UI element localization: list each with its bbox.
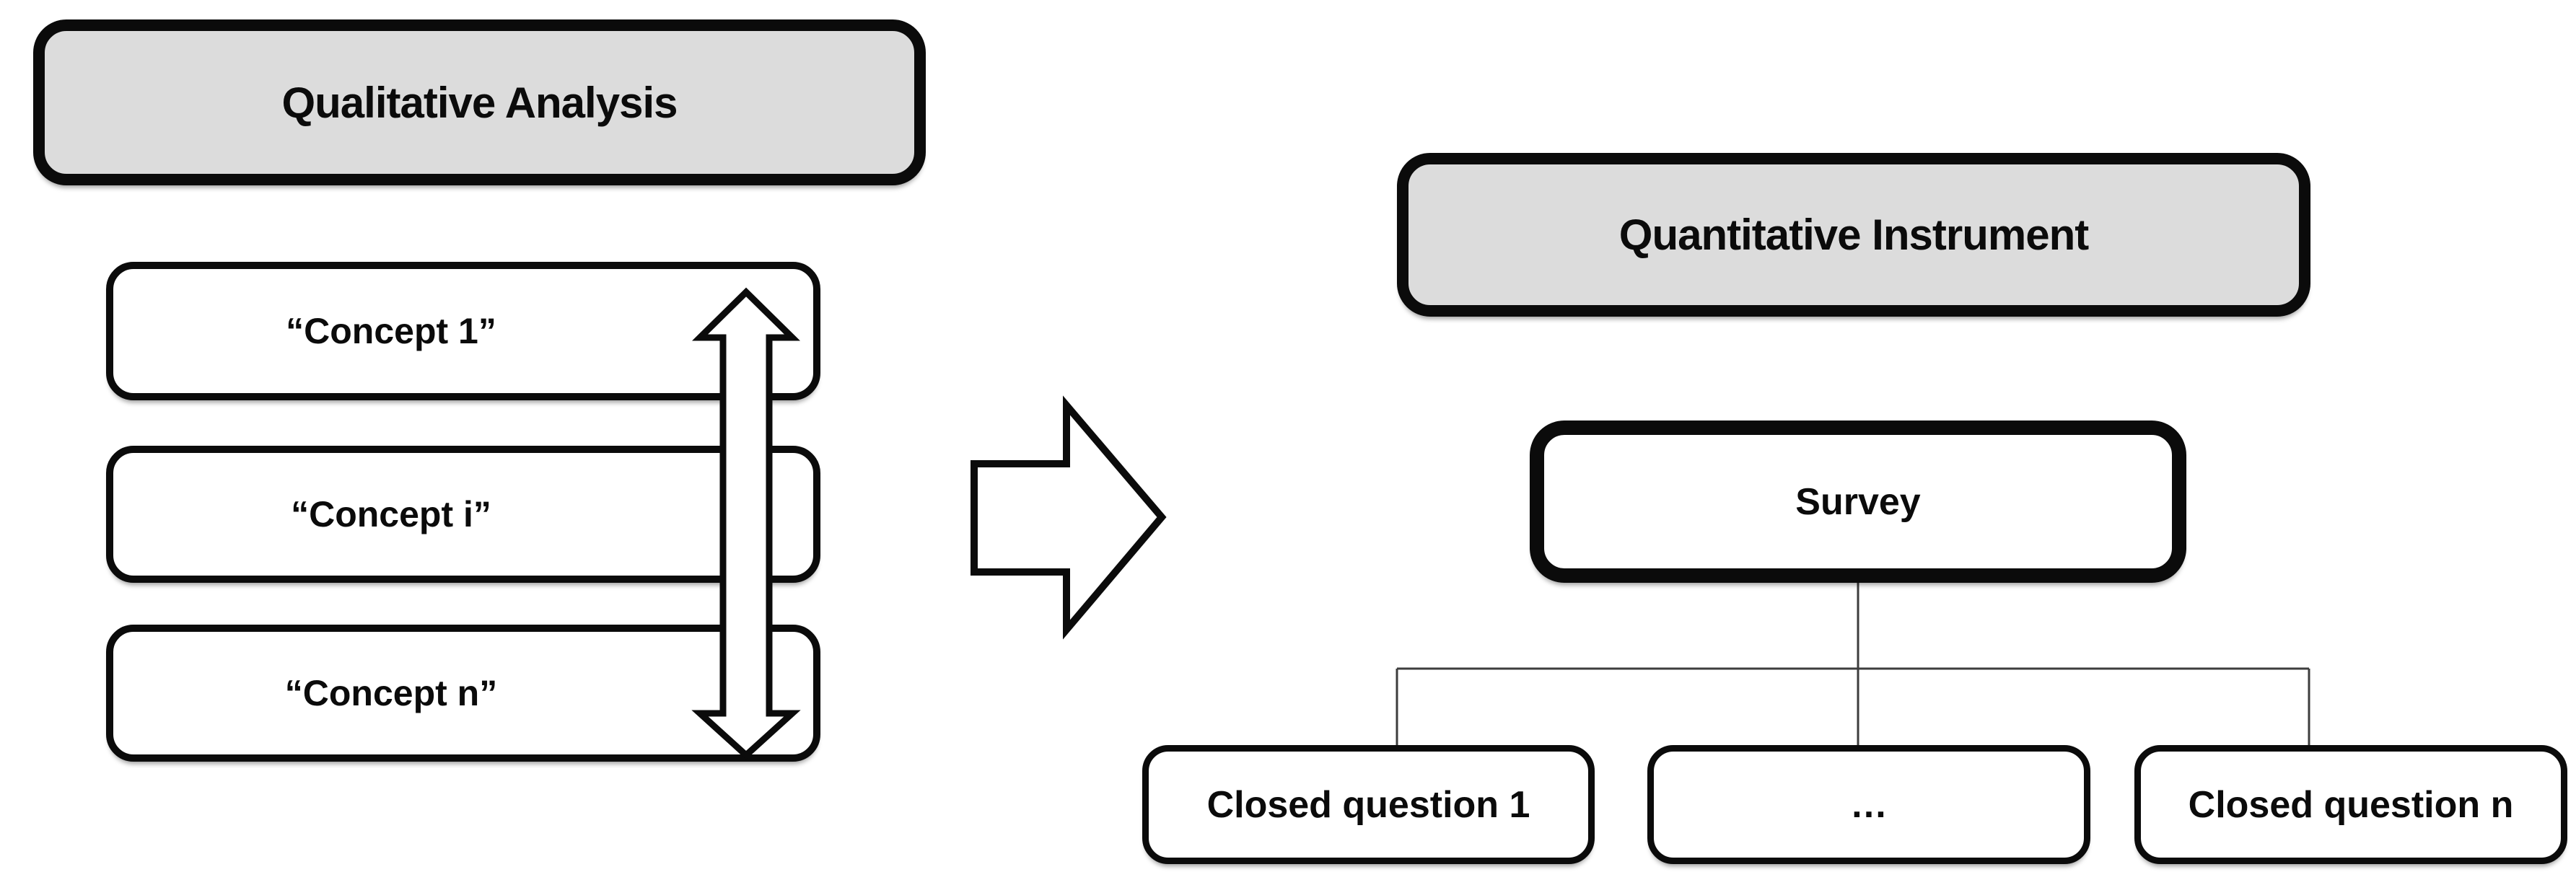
concept-box-n: “Concept n” (106, 625, 820, 762)
closed-question-ellipsis-box: … (1647, 745, 2090, 864)
concept-i-label: “Concept i” (291, 494, 491, 534)
closed-question-box-1: Closed question 1 (1142, 745, 1595, 864)
closed-question-ellipsis-label: … (1850, 783, 1888, 826)
qualitative-analysis-label: Qualitative Analysis (281, 78, 678, 127)
survey-box: Survey (1530, 421, 2186, 583)
closed-question-box-n: Closed question n (2134, 745, 2567, 864)
concept-box-1: “Concept 1” (106, 262, 820, 400)
closed-question-1-label: Closed question 1 (1206, 783, 1530, 826)
survey-label: Survey (1795, 480, 1921, 523)
concept-box-i: “Concept i” (106, 446, 820, 583)
right-block-arrow-icon (971, 395, 1167, 640)
qualitative-analysis-header: Qualitative Analysis (33, 19, 926, 185)
concept-n-label: “Concept n” (284, 673, 498, 713)
quantitative-instrument-header: Quantitative Instrument (1397, 153, 2310, 317)
concept-1-label: “Concept 1” (286, 311, 496, 351)
quantitative-instrument-label: Quantitative Instrument (1618, 211, 2089, 259)
closed-question-n-label: Closed question n (2188, 783, 2514, 826)
